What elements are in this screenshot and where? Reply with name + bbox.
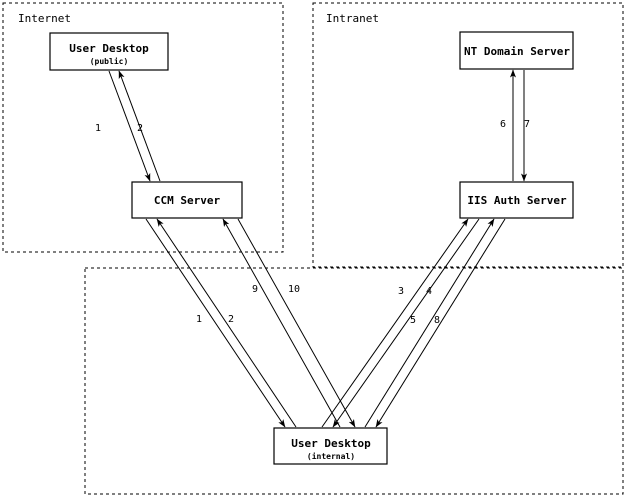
node-user-desktop-internal-title: User Desktop xyxy=(291,437,371,450)
node-ccm-server-title: CCM Server xyxy=(154,194,221,207)
flow-line-step-2-internal xyxy=(156,218,297,428)
node-user-desktop-internal[interactable]: User Desktop (internal) xyxy=(273,427,388,465)
node-user-desktop-public-subtitle: (public) xyxy=(90,56,129,66)
flow-line-step-10 xyxy=(237,218,356,428)
step-label-5: 5 xyxy=(410,315,416,326)
flow-line-step-2-public xyxy=(118,70,161,182)
node-user-desktop-public[interactable]: User Desktop (public) xyxy=(49,32,169,71)
flow-line-step-5 xyxy=(364,218,495,428)
flow-line-step-1-public xyxy=(108,70,151,182)
step-label-9: 9 xyxy=(252,284,258,295)
step-label-10: 10 xyxy=(288,284,300,295)
flow-public-desktop-ccm xyxy=(108,70,161,182)
step-label-2-internal: 2 xyxy=(228,314,234,325)
zone-internet-border xyxy=(2,2,284,253)
step-label-6: 6 xyxy=(500,119,506,130)
flow-internal-desktop-iis-outer xyxy=(321,218,480,428)
flow-line-step-4 xyxy=(332,218,480,428)
node-user-desktop-public-title: User Desktop xyxy=(69,42,149,55)
step-label-3: 3 xyxy=(398,286,404,297)
step-label-1-internal: 1 xyxy=(196,314,202,325)
node-user-desktop-public-box[interactable] xyxy=(49,32,169,71)
step-label-4: 4 xyxy=(426,286,432,297)
flow-internal-desktop-ccm-right xyxy=(222,218,356,428)
flow-iis-nt-domain xyxy=(510,69,527,182)
step-label-7: 7 xyxy=(524,119,530,130)
zone-intranet: Intranet xyxy=(312,2,624,268)
node-nt-domain-server-box[interactable] xyxy=(459,31,574,70)
node-iis-auth-server-box[interactable] xyxy=(459,181,574,219)
node-ccm-server[interactable]: CCM Server xyxy=(131,181,243,219)
step-labels: 1 2 6 7 9 10 1 2 3 4 5 8 xyxy=(95,119,530,326)
zone-internet-label: Internet xyxy=(18,12,71,25)
flow-line-step-1-internal xyxy=(145,218,286,428)
zone-internal-border xyxy=(84,267,624,495)
flow-line-step-3 xyxy=(321,218,469,428)
flow-internal-desktop-iis-inner xyxy=(364,218,506,428)
zone-internet: Internet xyxy=(2,2,284,253)
flow-internal-desktop-ccm-left xyxy=(145,218,297,428)
flow-line-step-9 xyxy=(222,218,341,428)
step-label-8: 8 xyxy=(434,315,440,326)
flow-line-step-8 xyxy=(375,218,506,428)
node-nt-domain-server-title: NT Domain Server xyxy=(464,45,570,58)
zone-internal-network xyxy=(84,267,624,495)
node-user-desktop-internal-box[interactable] xyxy=(273,427,388,465)
step-label-2-public: 2 xyxy=(137,123,143,134)
node-user-desktop-internal-subtitle: (internal) xyxy=(307,451,355,461)
node-iis-auth-server-title: IIS Auth Server xyxy=(467,194,567,207)
node-ccm-server-box[interactable] xyxy=(131,181,243,219)
zone-intranet-label: Intranet xyxy=(326,12,379,25)
node-nt-domain-server[interactable]: NT Domain Server xyxy=(459,31,574,70)
node-iis-auth-server[interactable]: IIS Auth Server xyxy=(459,181,574,219)
zone-intranet-border xyxy=(312,2,624,268)
step-label-1-public: 1 xyxy=(95,123,101,134)
